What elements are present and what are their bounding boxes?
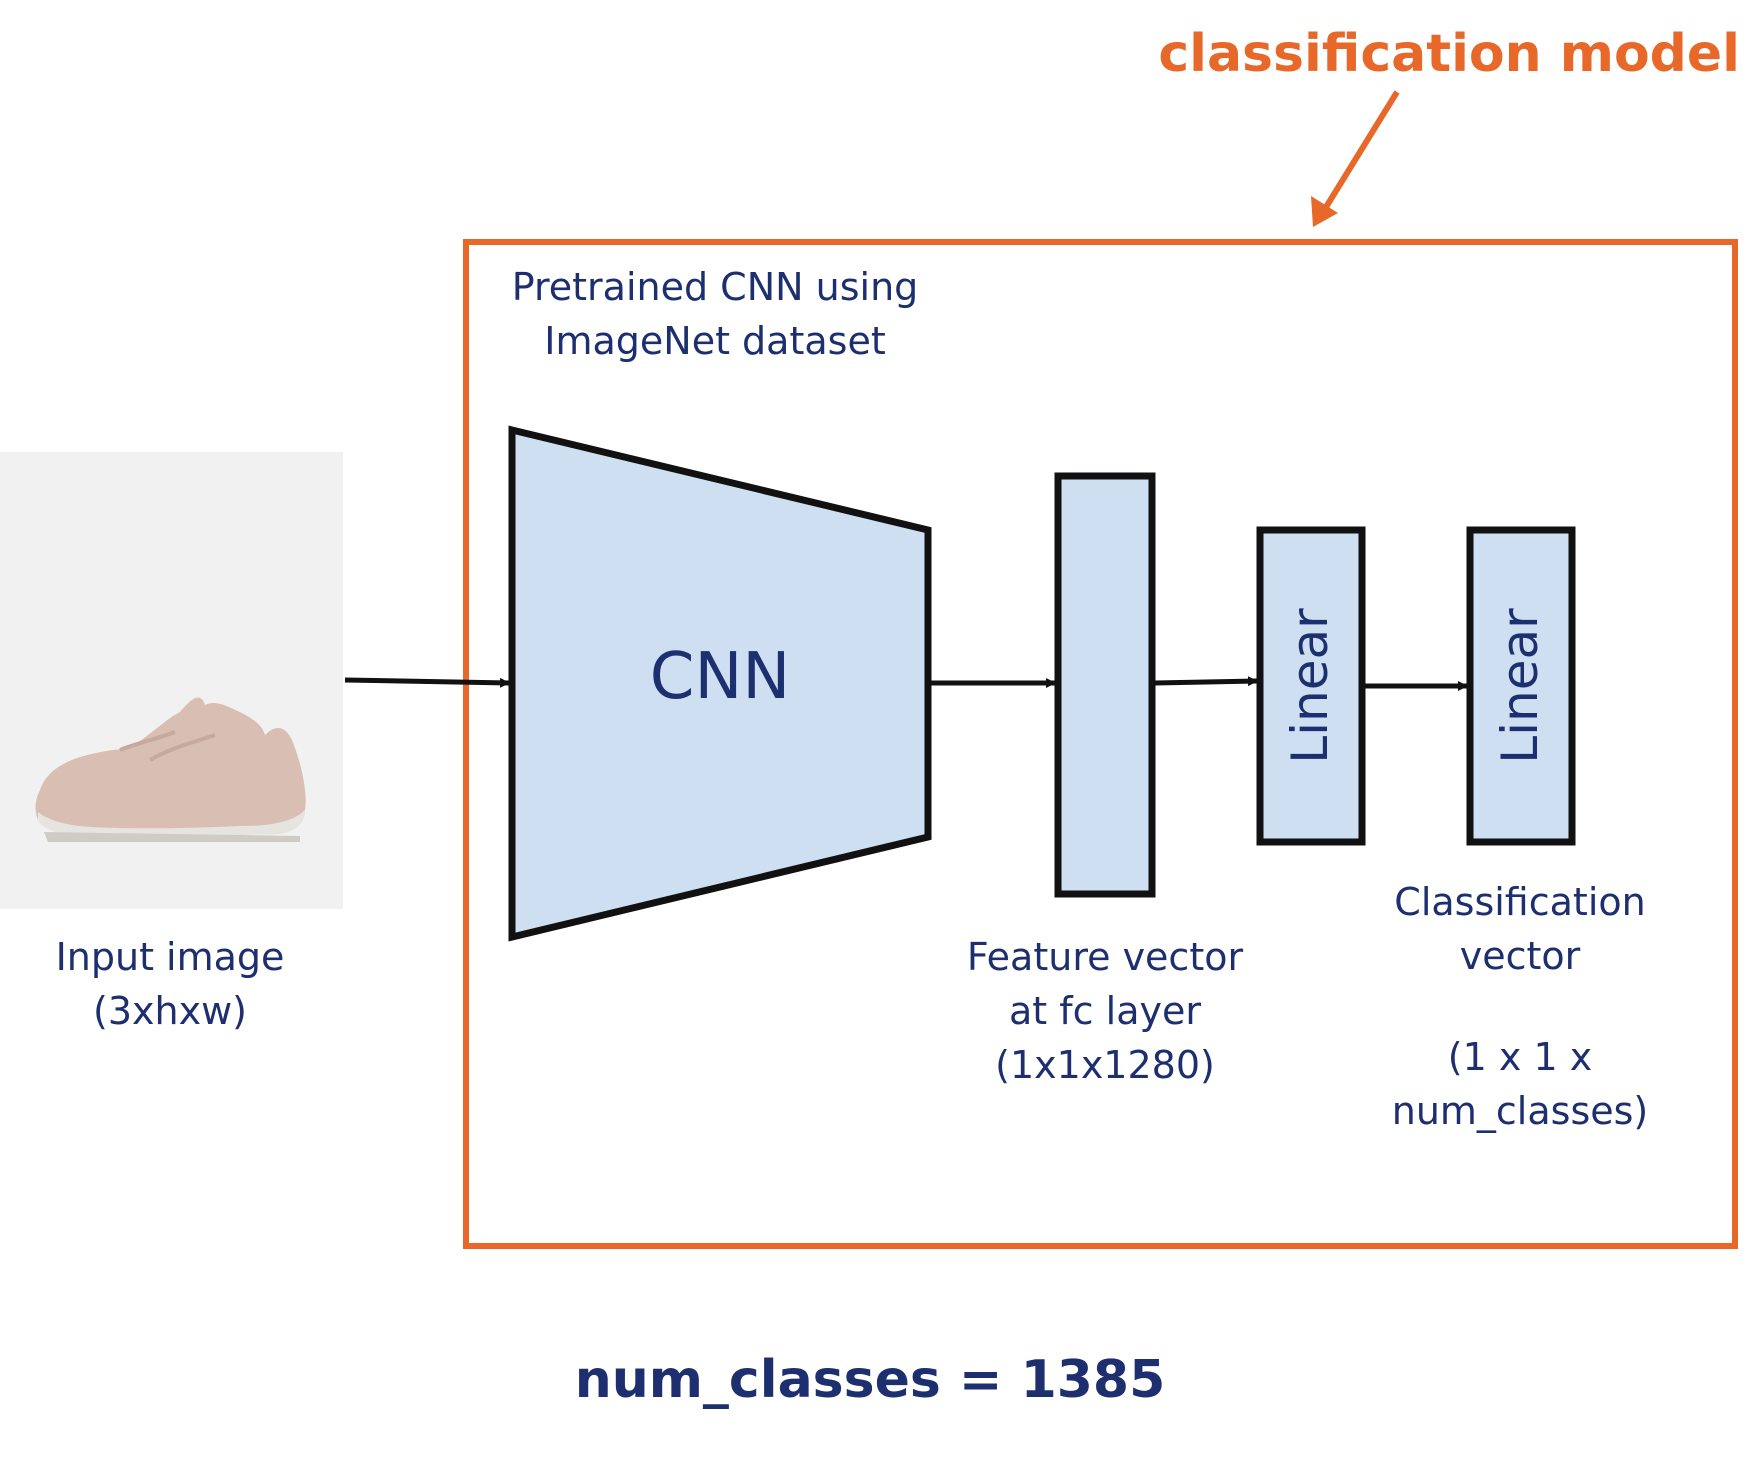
diagram-title: classification model [1158,24,1740,84]
feature-vector-label: Feature vector at fc layer (1x1x1280) [955,930,1255,1092]
linear-label-2: Linear [1491,608,1549,764]
linear-block-2 [1466,526,1576,846]
classification-dims-line-1: (1 x 1 x [1447,1035,1593,1079]
arrow-input-to-cnn [344,677,510,688]
classification-dims-label: (1 x 1 x num_classes) [1370,1030,1670,1138]
input-image-label-line-2: (3xhxw) [93,989,247,1033]
feature-vector-label-line-2: at fc layer [1009,989,1201,1033]
classification-vector-label: Classification vector [1370,875,1670,983]
linear-block-1 [1256,526,1366,846]
input-image-label-line-1: Input image [55,935,285,979]
cnn-block [508,425,932,942]
feature-vector-block [1054,472,1156,898]
num-classes-footer: num_classes = 1385 [574,1350,1166,1410]
pretrained-label: Pretrained CNN using ImageNet dataset [480,260,950,368]
callout-arrow [1311,90,1400,227]
classification-dims-line-2: num_classes) [1391,1089,1649,1133]
feature-vector-label-line-1: Feature vector [966,935,1244,979]
pretrained-label-line-1: Pretrained CNN using [511,265,919,309]
pretrained-label-line-2: ImageNet dataset [544,319,886,363]
cnn-label: CNN [649,640,791,714]
arrow-feature-to-linear [1154,676,1258,687]
classification-vector-label-line-2: vector [1459,934,1581,978]
input-image-label: Input image (3xhxw) [20,930,320,1038]
feature-vector-label-line-3: (1x1x1280) [995,1043,1215,1087]
classification-vector-label-line-1: Classification [1394,880,1646,924]
model-boundary-box [463,239,1738,1249]
shoe-illustration [35,697,306,842]
linear-label-1: Linear [1281,608,1339,764]
